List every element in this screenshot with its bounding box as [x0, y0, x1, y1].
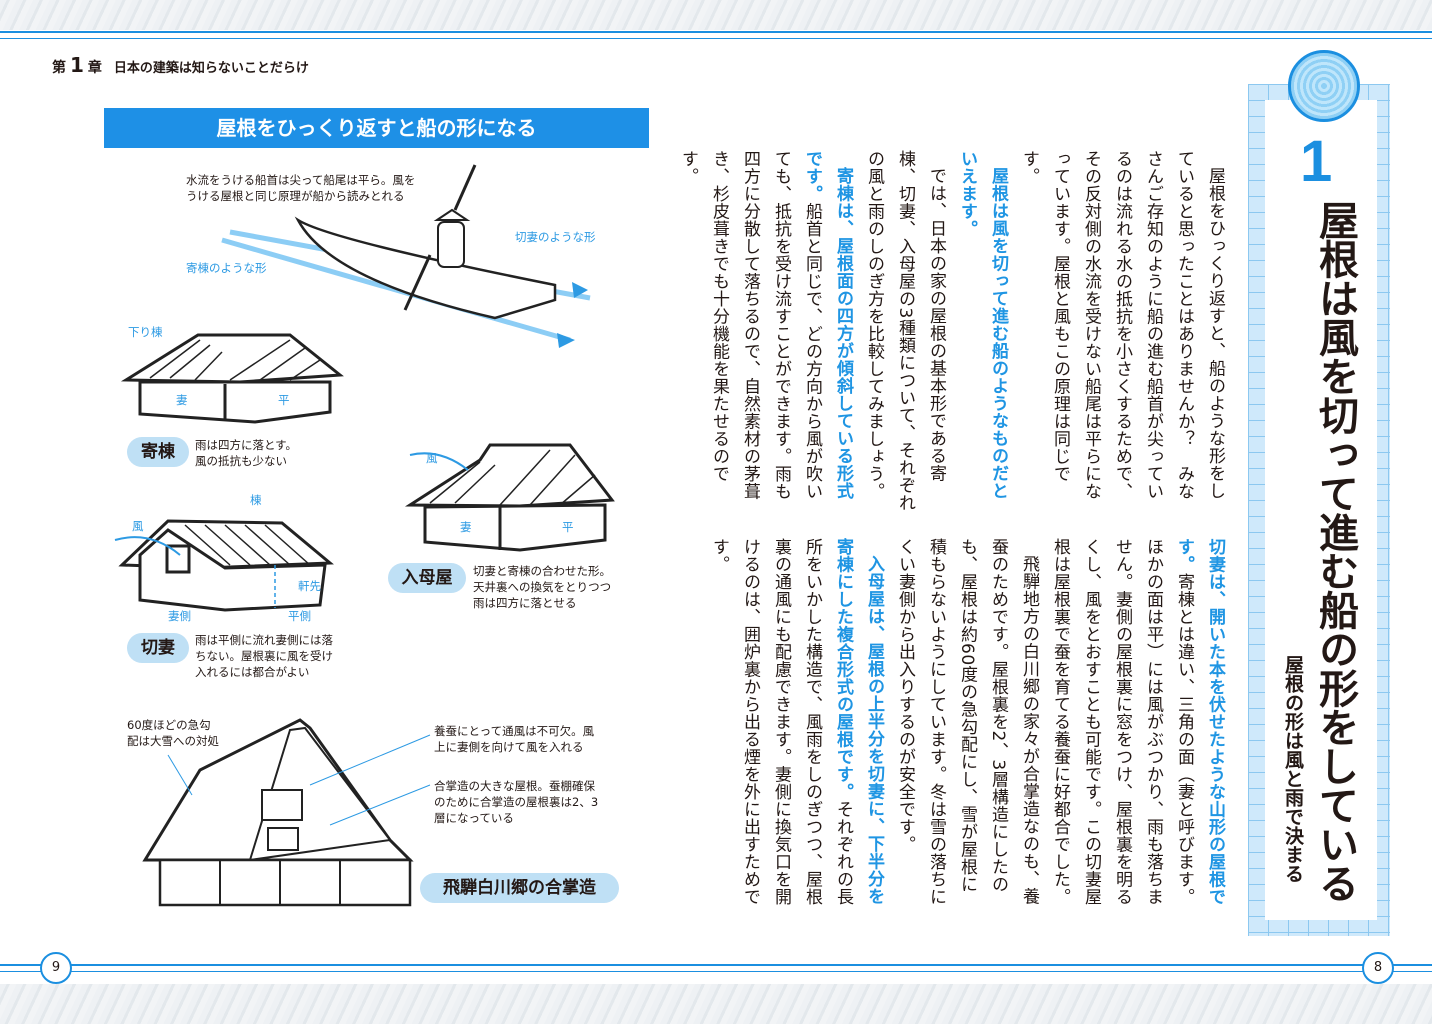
irimoya-pill: 入母屋 [388, 563, 466, 593]
label-tsuma: 妻 [460, 520, 472, 534]
gassho-note-slope: 60度ほどの急勾配は大雪への対処 [127, 718, 219, 748]
label-kudarimune: 下り棟 [128, 325, 163, 339]
label-tsumagawa: 妻側 [168, 609, 191, 623]
pole [453, 164, 477, 211]
bottom-texture [0, 984, 1432, 1024]
section-banner: 屋根をひっくり返すと船の形になる [104, 108, 649, 148]
label-kaze: 風 [426, 451, 438, 465]
top-texture [0, 0, 1432, 30]
arrow-head-icon [572, 282, 588, 298]
paragraph: 入母屋は、屋根の上半分を切妻に、下半分を寄棟にした複合形式の屋根です。それぞれの… [709, 538, 884, 906]
kirizuma-house-illustration [114, 519, 334, 612]
section-number: 1 [1300, 129, 1333, 194]
paragraph: 屋根をひっくり返すと、船のような形をしていると思ったことはありませんか？ みなさ… [1019, 150, 1225, 500]
chapter-prefix: 第 [52, 60, 66, 76]
paragraph: 切妻は、開いた本を伏せたような山形の屋根です。寄棟とは違い、三角の面（妻と呼びま… [1050, 538, 1225, 906]
label-yosemune-shape: 寄棟のような形 [186, 261, 267, 275]
oar [403, 254, 432, 311]
wind-arrow-icon [114, 536, 181, 556]
body-text-top: 屋根をひっくり返すと、船のような形をしていると思ったことはありませんか？ みなさ… [678, 150, 1230, 512]
boat-illustration [221, 164, 591, 348]
paragraph: 屋根は風を切って進む船のようなものだといえます。 [957, 150, 1008, 500]
paragraph: では、日本の家の屋根の基本形である寄棟、切妻、入母屋の3種類について、それぞれの… [864, 150, 946, 512]
wind-arrow-icon [409, 452, 469, 471]
label-tsuma: 妻 [176, 393, 188, 407]
body-text-bottom: 切妻は、開いた本を伏せたような山形の屋根です。寄棟とは違い、三角の面（妻と呼びま… [709, 538, 1230, 908]
irimoya-house-illustration [404, 443, 615, 552]
label-hiragawa: 平側 [288, 609, 311, 623]
label-kaze: 風 [132, 519, 144, 533]
hat [433, 208, 471, 221]
kirizuma-desc: 雨は平側に流れ妻側には落ちない。屋根裏に風を受け入れるには都合がよい [195, 633, 333, 679]
gassho-note-ventilation: 養蚕にとって通風は不可欠。風上に妻側を向けて風を入れる [434, 724, 595, 754]
yosemune-desc: 雨は四方に落とす。風の抵抗も少ない [195, 438, 298, 468]
label-mune: 棟 [250, 493, 262, 507]
label-nokisaki: 軒先 [298, 579, 321, 593]
label-hira: 平 [278, 393, 290, 407]
title-frame-inner [1265, 100, 1377, 920]
irimoya-desc: 切妻と寄棟の合わせた形。天井裏への換気をとりつつ雨は四方に落とせる [473, 564, 612, 610]
gassho-pill: 飛騨白川郷の合掌造 [420, 873, 619, 903]
label-kirizuma-shape: 切妻のような形 [515, 230, 596, 244]
gassho-house-illustration [142, 718, 431, 907]
yosemune-house-illustration [120, 333, 344, 424]
bottom-rule [0, 964, 1432, 972]
paragraph: 飛騨地方の白川郷の家々が合掌造なのも、養蚕のためです。屋根裏を2、3層構造にした… [895, 538, 1039, 906]
log-cross-section-icon [1288, 50, 1360, 122]
arrow-head-icon [557, 333, 575, 348]
boat-caption: 水流をうける船首は尖って船尾は平ら。風をうける屋根と同じ原理が船から読みとれる [186, 173, 416, 203]
top-rule [0, 31, 1432, 39]
yosemune-pill: 寄棟 [127, 437, 189, 467]
page-number-left: 9 [40, 952, 72, 984]
chapter-suffix: 章 [87, 60, 102, 76]
chapter-number: 1 [70, 53, 84, 77]
kirizuma-pill: 切妻 [127, 633, 189, 663]
page-number-right: 8 [1362, 952, 1394, 984]
label-hira: 平 [562, 520, 574, 534]
boat-hull [294, 216, 557, 320]
paragraph: 寄棟は、屋根面の四方が傾斜している形式です。船首と同じで、どの方向から風が吹いて… [678, 150, 853, 500]
chapter-title: 日本の建築は知らないことだらけ [113, 61, 309, 76]
boatman [437, 221, 465, 268]
section-title: 屋根は風を切って進む船の形をしている [1312, 200, 1358, 902]
section-subtitle: 屋根の形は風と雨で決まる [1282, 655, 1304, 883]
